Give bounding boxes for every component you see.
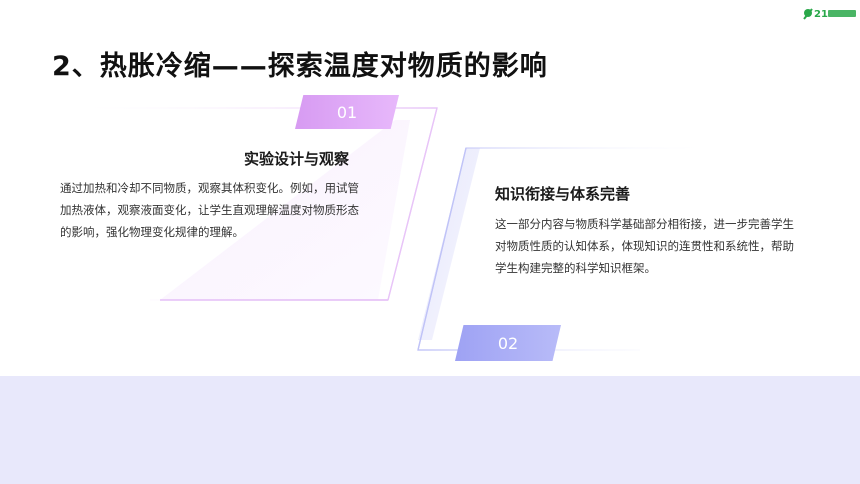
svg-text:21: 21 [814, 9, 828, 20]
21cnjy-logo-icon: 21 [803, 8, 856, 20]
page-title: 2、热胀冷缩——探索温度对物质的影响 [52, 51, 548, 82]
card-1-title: 实验设计与观察 [244, 150, 350, 168]
bottom-band [0, 376, 860, 484]
card-2-body: 这一部分内容与物质科学基础部分相衔接，进一步完善学生对物质性质的认知体系，体现知… [495, 217, 794, 275]
card-2-title: 知识衔接与体系完善 [495, 185, 631, 203]
card-1-number-badge: 01 [295, 95, 399, 129]
card-2-number-badge: 02 [455, 325, 561, 361]
card-1-body: 通过加热和冷却不同物质，观察其体积变化。例如，用试管加热液体，观察液面变化，让学… [60, 181, 359, 239]
